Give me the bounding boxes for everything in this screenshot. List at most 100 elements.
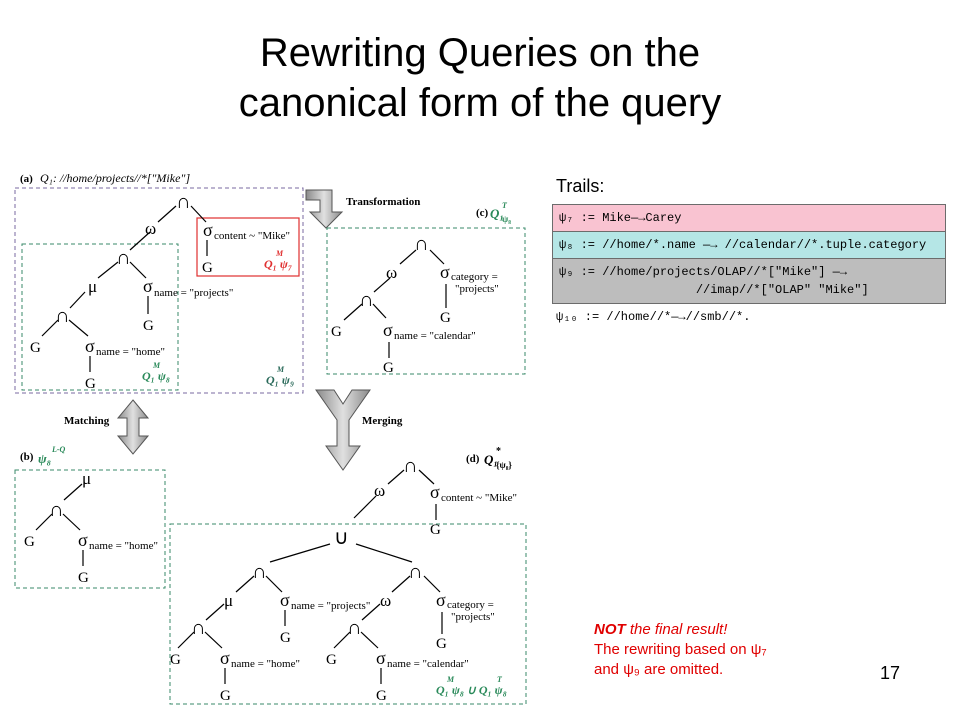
d-right-G-left: G — [326, 652, 337, 668]
a-omega: ω — [145, 219, 156, 238]
d-sigma-mike: σ — [430, 482, 440, 502]
a-G-home: G — [85, 376, 96, 392]
a-cond-home: name = "home" — [96, 346, 165, 358]
a-psi8-label: Q₁ ψ₈ — [142, 369, 170, 383]
b-label: (b) — [20, 451, 34, 463]
c-cond-calendar: name = "calendar" — [394, 330, 476, 342]
a-sigma-home: σ — [85, 336, 95, 356]
a-psi9-label: Q₁ ψ₉ — [266, 373, 294, 387]
c-cap-root: ∩ — [414, 233, 428, 255]
c-cap-2: ∩ — [359, 289, 373, 311]
d-sub: {ψ₈} — [496, 460, 512, 470]
box-psi8-a — [21, 243, 179, 391]
c-G-category: G — [440, 310, 451, 326]
a-mu: μ — [88, 277, 97, 296]
d-left-sigma-projects: σ — [280, 590, 290, 610]
a-psi7-label: Q₁ ψ₇ — [264, 257, 292, 271]
a-psi9-sup: M — [276, 365, 285, 374]
d-left-cap: ∩ — [252, 561, 266, 583]
title-line-1: Rewriting Queries on the — [259, 31, 701, 75]
c-sup: T — [502, 201, 508, 210]
matching-label: Matching — [64, 415, 110, 427]
a-G-left: G — [30, 340, 41, 356]
transformation-arrow — [305, 189, 344, 229]
d-right-cap-2: ∩ — [347, 617, 361, 639]
d-right-cond-calendar: name = "calendar" — [387, 658, 469, 670]
note-line-1: NOT the final result! — [594, 620, 767, 640]
note-strong: NOT — [594, 621, 626, 638]
b-G-home: G — [78, 570, 89, 586]
title-line-2: canonical form of the query — [238, 81, 722, 125]
c-name: Q₁ — [490, 206, 504, 221]
d-left-G-projects: G — [280, 630, 291, 646]
merging-label: Merging — [362, 415, 403, 427]
d-sup: * — [496, 446, 501, 457]
d-label: (d) — [466, 453, 480, 465]
d-union-sup-m: M — [446, 675, 455, 684]
box-psi7 — [196, 217, 300, 277]
a-sigma-mike: σ — [203, 220, 213, 240]
transformation-label: Transformation — [346, 196, 420, 208]
box-union — [169, 523, 527, 705]
d-cap-root: ∩ — [403, 455, 417, 477]
a-cap-2: ∩ — [116, 247, 130, 269]
trail-psi7: ψ₇ := Mike—→Carey — [552, 204, 946, 232]
a-G-projects: G — [143, 318, 154, 334]
b-name: ψ₈ — [38, 451, 51, 466]
b-mu: μ — [82, 469, 91, 488]
d-right-omega: ω — [380, 591, 391, 610]
c-sigma-calendar: σ — [383, 320, 393, 340]
d-name: Q₁ — [484, 452, 498, 467]
trail-psi10: ψ₁₀ := //home//*—→//smb//*. — [552, 304, 946, 330]
c-omega: ω — [386, 263, 397, 282]
a-cond-mike: content ~ "Mike" — [214, 230, 290, 242]
d-right-sigma-category: σ — [436, 590, 446, 610]
d-right-cond-category2: "projects" — [451, 611, 495, 623]
a-cond-projects: name = "projects" — [154, 287, 233, 299]
trails-label: Trails: — [556, 176, 605, 196]
d-union-sup-t: T — [497, 675, 503, 684]
c-cond-category2: "projects" — [455, 283, 499, 295]
b-cond-home: name = "home" — [89, 540, 158, 552]
a-psi7-sup: M — [275, 249, 284, 258]
d-left-cap-2: ∩ — [191, 617, 205, 639]
a-G-mike: G — [202, 260, 213, 276]
d-left-cond-home: name = "home" — [231, 658, 300, 670]
d-right-G-category: G — [436, 636, 447, 652]
c-sigma-category: σ — [440, 262, 450, 282]
note: NOT the final result! The rewriting base… — [594, 620, 767, 680]
b-sigma-home: σ — [78, 530, 88, 550]
d-right-cond-category: category = — [447, 599, 494, 611]
d-omega: ω — [374, 481, 385, 500]
a-cap-3: ∩ — [55, 305, 69, 327]
d-right-G-calendar: G — [376, 688, 387, 704]
slide-title: Rewriting Queries on the canonical form … — [0, 28, 960, 128]
note-line-1-rest: the final result! — [625, 621, 728, 638]
d-left-G-home: G — [220, 688, 231, 704]
d-left-sigma-home: σ — [220, 648, 230, 668]
d-left-cond-projects: name = "projects" — [291, 600, 370, 612]
a-query: Q₁: //home/projects//*["Mike"] — [40, 171, 190, 185]
d-right-sigma-calendar: σ — [376, 648, 386, 668]
box-b — [14, 469, 166, 589]
box-psi9 — [14, 187, 304, 394]
note-line-3: and ψ₉ are omitted. — [594, 661, 724, 678]
d-cup: ∪ — [334, 527, 349, 549]
a-cap-root: ∩ — [176, 191, 190, 213]
d-union-label: Q₁ ψ₈ ∪ Q₁ ψ₈ — [436, 683, 507, 697]
a-sigma-projects: σ — [143, 276, 153, 296]
b-sup: L-Q — [51, 445, 66, 454]
trail-psi8: ψ₈ := //home/*.name —→ //calendar//*.tup… — [552, 232, 946, 259]
page-number: 17 — [880, 663, 901, 683]
c-G-left: G — [331, 324, 342, 340]
trails-table: ψ₇ := Mike—→Carey ψ₈ := //home/*.name —→… — [552, 204, 946, 330]
trail-psi9: ψ₉ := //home/projects/OLAP//*["Mike"] —→… — [552, 259, 946, 304]
note-line-2: The rewriting based on ψ₇ — [594, 641, 767, 658]
b-G-left: G — [24, 534, 35, 550]
d-G-mike: G — [430, 522, 441, 538]
d-right-cap: ∩ — [408, 561, 422, 583]
a-label: (a) — [20, 173, 33, 185]
d-cond-mike: content ~ "Mike" — [441, 492, 517, 504]
a-psi8-sup: M — [152, 361, 161, 370]
